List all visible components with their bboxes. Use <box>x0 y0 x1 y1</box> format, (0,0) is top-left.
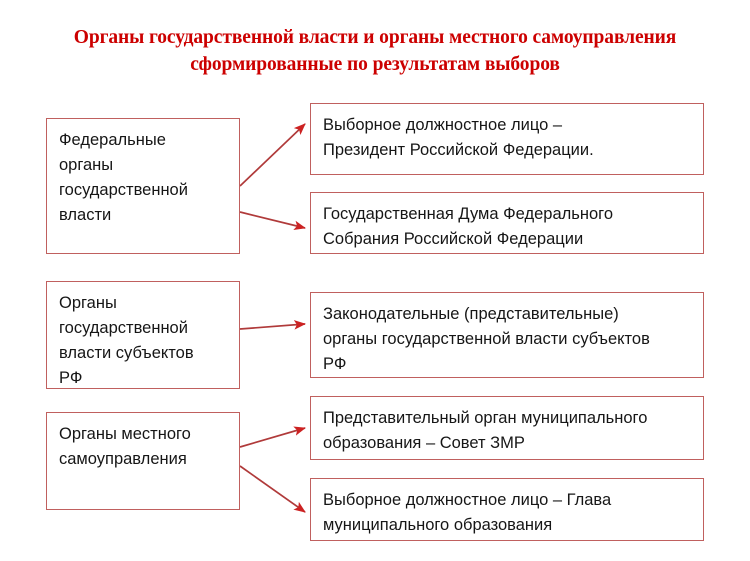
box-line: органы <box>59 156 114 174</box>
page-title: Органы государственной власти и органы м… <box>45 24 705 78</box>
box-line: Президент Российской Федерации. <box>323 141 594 159</box>
box-line: Представительный орган муниципального <box>323 409 648 427</box>
box-line: Собрания Российской Федерации <box>323 230 584 248</box>
box-line: власти <box>59 206 112 224</box>
box-line: государственной <box>59 181 188 199</box>
box-line: органы государственной власти субъектов <box>323 330 650 348</box>
box-municipality-head[interactable]: Выборное должностное лицо – Глава муници… <box>310 478 704 541</box>
connector-local-to-municipal-council <box>239 426 306 448</box>
box-federal-bodies[interactable]: Федеральные органы государственной власт… <box>46 118 240 254</box>
connector-local-to-municipality-head <box>239 465 306 513</box>
page-title-line-1: Органы государственной власти и органы м… <box>73 27 677 48</box>
box-line: самоуправления <box>59 450 187 468</box>
box-line: Государственная Дума Федерального <box>323 205 613 223</box>
box-line: государственной <box>59 319 188 337</box>
page-title-line-2: сформированные по результатам выборов <box>190 54 560 75</box>
box-local-self-government[interactable]: Органы местного самоуправления <box>46 412 240 510</box>
box-line: Выборное должностное лицо – <box>323 116 563 134</box>
box-president[interactable]: Выборное должностное лицо – Президент Ро… <box>310 103 704 175</box>
box-line: Органы <box>59 294 117 312</box>
box-line: Органы местного <box>59 425 191 443</box>
connector-federal-to-president <box>239 123 306 187</box>
box-line: Законодательные (представительные) <box>323 305 619 323</box>
connector-regional-to-legislature <box>239 320 307 330</box>
box-state-duma[interactable]: Государственная Дума Федерального Собран… <box>310 192 704 254</box>
box-line: власти субъектов <box>59 344 194 362</box>
box-line: Федеральные <box>59 131 166 149</box>
connector-federal-to-state-duma <box>239 211 306 231</box>
box-line: образования – Совет ЗМР <box>323 434 525 452</box>
box-line: Выборное должностное лицо – Глава <box>323 491 612 509</box>
box-line: РФ <box>323 355 347 373</box>
box-regional-bodies[interactable]: Органы государственной власти субъектов … <box>46 281 240 389</box>
box-line: РФ <box>59 369 83 387</box>
box-municipal-council[interactable]: Представительный орган муниципального об… <box>310 396 704 460</box>
box-line: муниципального образования <box>323 516 553 534</box>
box-regional-legislature[interactable]: Законодательные (представительные) орган… <box>310 292 704 378</box>
